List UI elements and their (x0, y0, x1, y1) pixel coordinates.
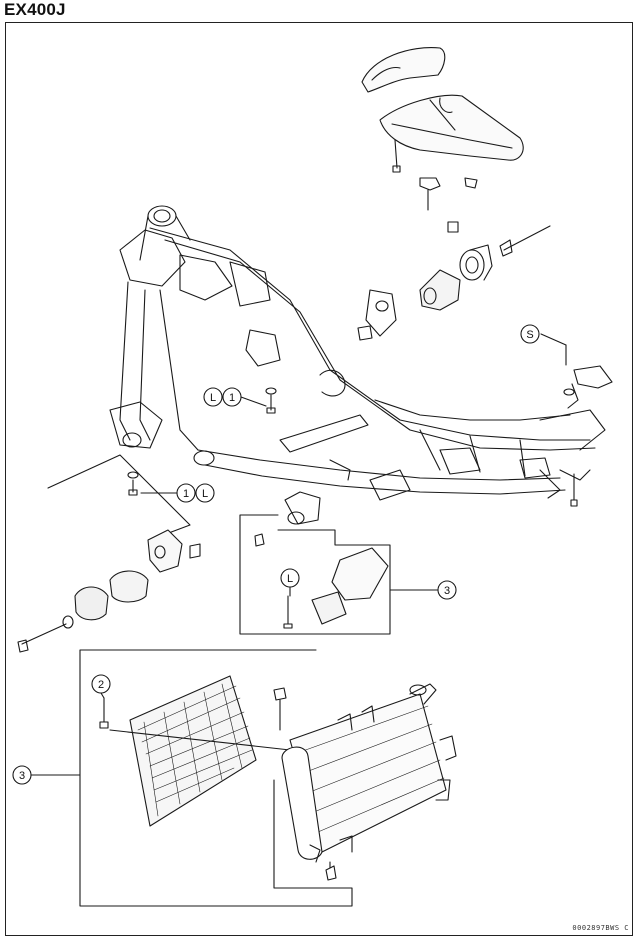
callout-3-label: 3 (19, 770, 25, 782)
callout-l-label: L (287, 573, 293, 585)
callout-l-label: L (202, 488, 208, 500)
callout-l-label: L (210, 392, 216, 404)
callout-1-label: 1 (183, 488, 189, 500)
callout-1-l-lower: 1 L (140, 483, 215, 503)
callout-l-1-upper: L 1 (203, 387, 267, 407)
diagram-frame (5, 22, 633, 936)
callout-3-bracket: 3 (389, 580, 457, 600)
callout-2-screen-bolt: 2 (91, 674, 111, 699)
model-title: EX400J (4, 0, 66, 19)
callout-2-label: 2 (98, 679, 104, 691)
frame-fasteners (127, 387, 277, 496)
callout-l-bracket: L (280, 568, 300, 597)
engine-mount-lower-left (17, 454, 201, 653)
inset-bracket-box (239, 514, 391, 635)
callout-3-label: 3 (444, 585, 450, 597)
main-frame (109, 205, 606, 525)
callout-s: S (520, 324, 567, 346)
drawing-code: 0002897BWS C (572, 924, 629, 932)
rear-bracket (563, 344, 613, 507)
callout-s-label: S (526, 329, 533, 341)
engine-mount-bolt-assembly-upper (357, 225, 551, 341)
inset-radiator-box (79, 649, 457, 907)
seat-cowl (361, 47, 524, 233)
callout-1-label: 1 (229, 392, 235, 404)
callout-3-radiator: 3 (12, 765, 81, 785)
